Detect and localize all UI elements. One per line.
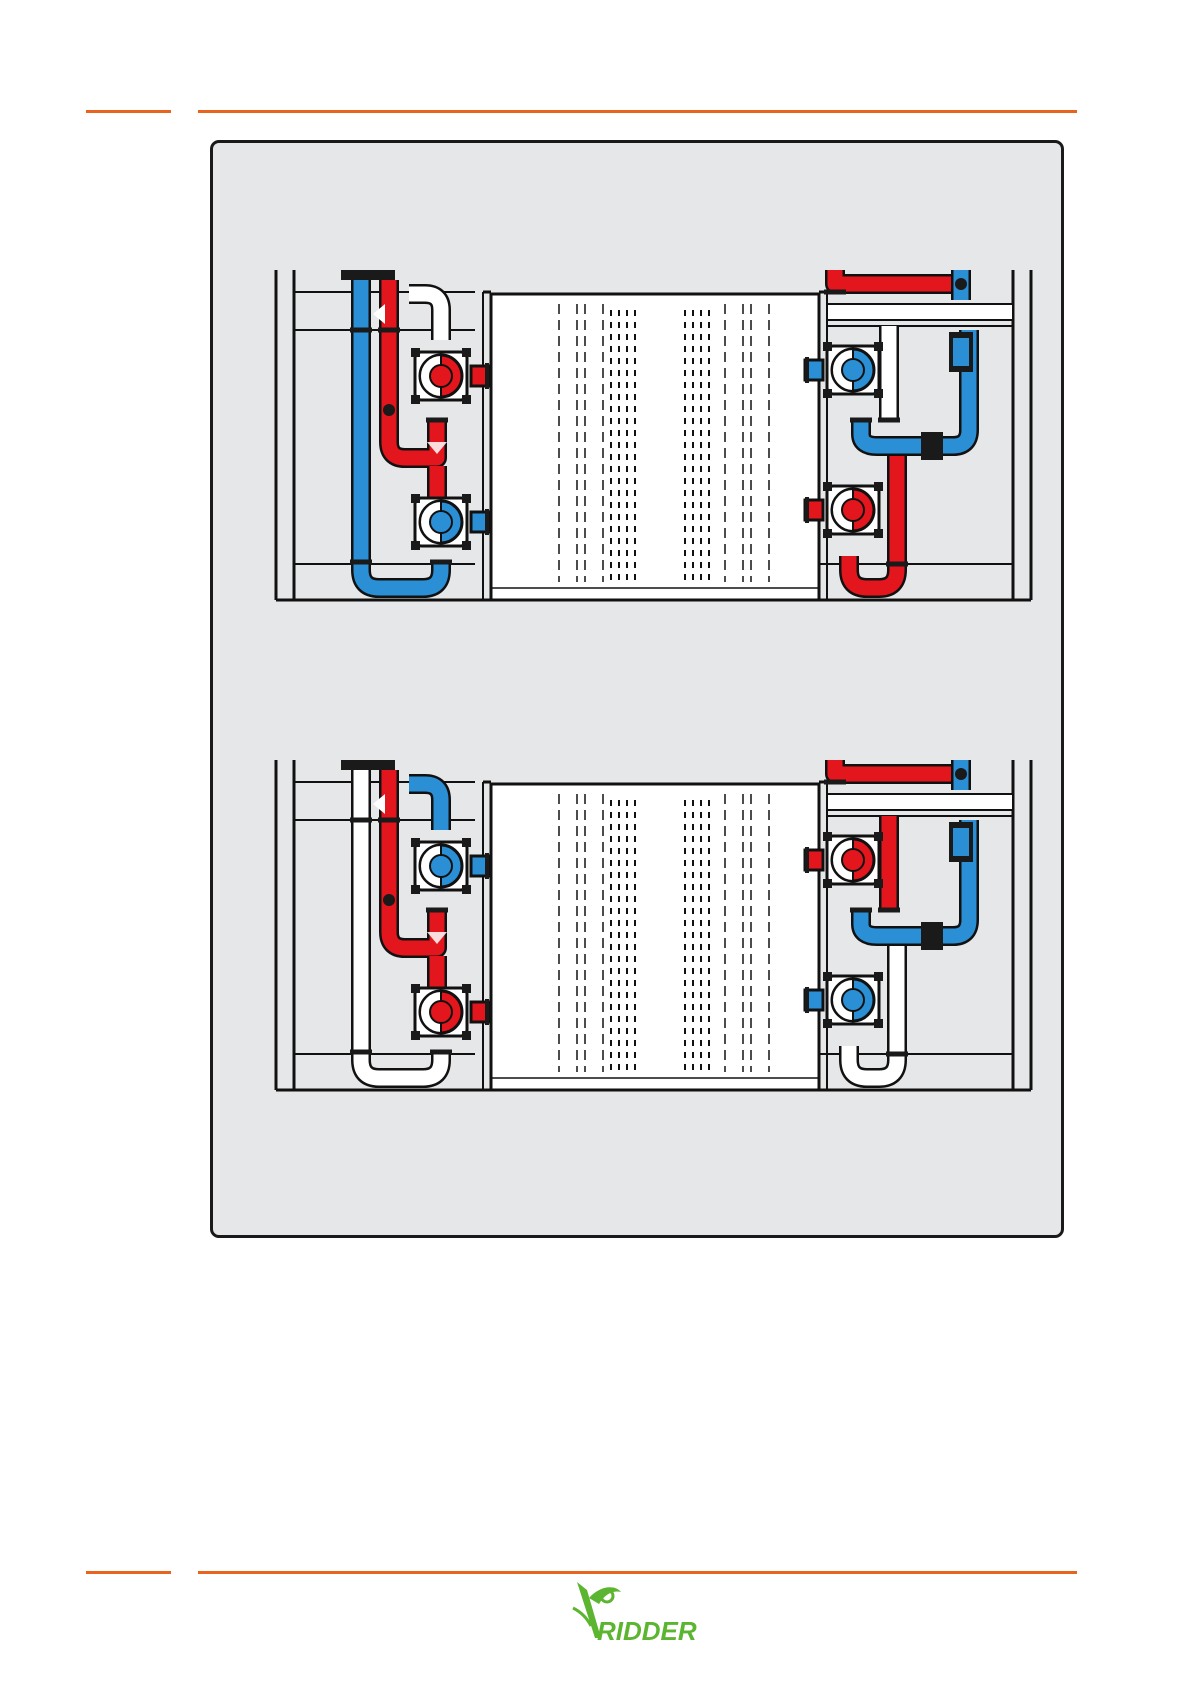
right-upper-pump	[823, 832, 883, 888]
right-unit	[805, 760, 1013, 1078]
right-top-header-pipe	[835, 760, 953, 774]
diagram-1	[276, 270, 1031, 600]
left-upper-pump	[411, 838, 471, 894]
right-unit	[805, 270, 1013, 588]
footer-rule	[198, 1571, 1077, 1574]
header-rule-left	[86, 110, 171, 113]
left-unit	[341, 760, 489, 1078]
company-logo: RIDDER	[565, 1578, 710, 1650]
left-top-elbow-pipe	[409, 784, 441, 830]
diagram-2	[276, 760, 1031, 1090]
left-lower-pump	[411, 494, 471, 550]
right-upper-pump	[823, 342, 883, 398]
header-rule	[198, 110, 1077, 113]
left-top-elbow-pipe	[409, 294, 441, 340]
heat-exchanger	[483, 782, 827, 1090]
footer-rule-left	[86, 1571, 171, 1574]
figure-panel	[210, 140, 1064, 1238]
left-lower-pump	[411, 984, 471, 1040]
left-unit	[341, 270, 489, 588]
left-upper-pump	[411, 348, 471, 404]
right-lower-pump	[823, 972, 883, 1028]
installation-diagram	[213, 143, 1061, 1235]
heat-exchanger	[483, 292, 827, 600]
logo-wordmark: RIDDER	[597, 1616, 697, 1646]
right-lower-pump	[823, 482, 883, 538]
right-top-header-pipe	[835, 270, 953, 284]
